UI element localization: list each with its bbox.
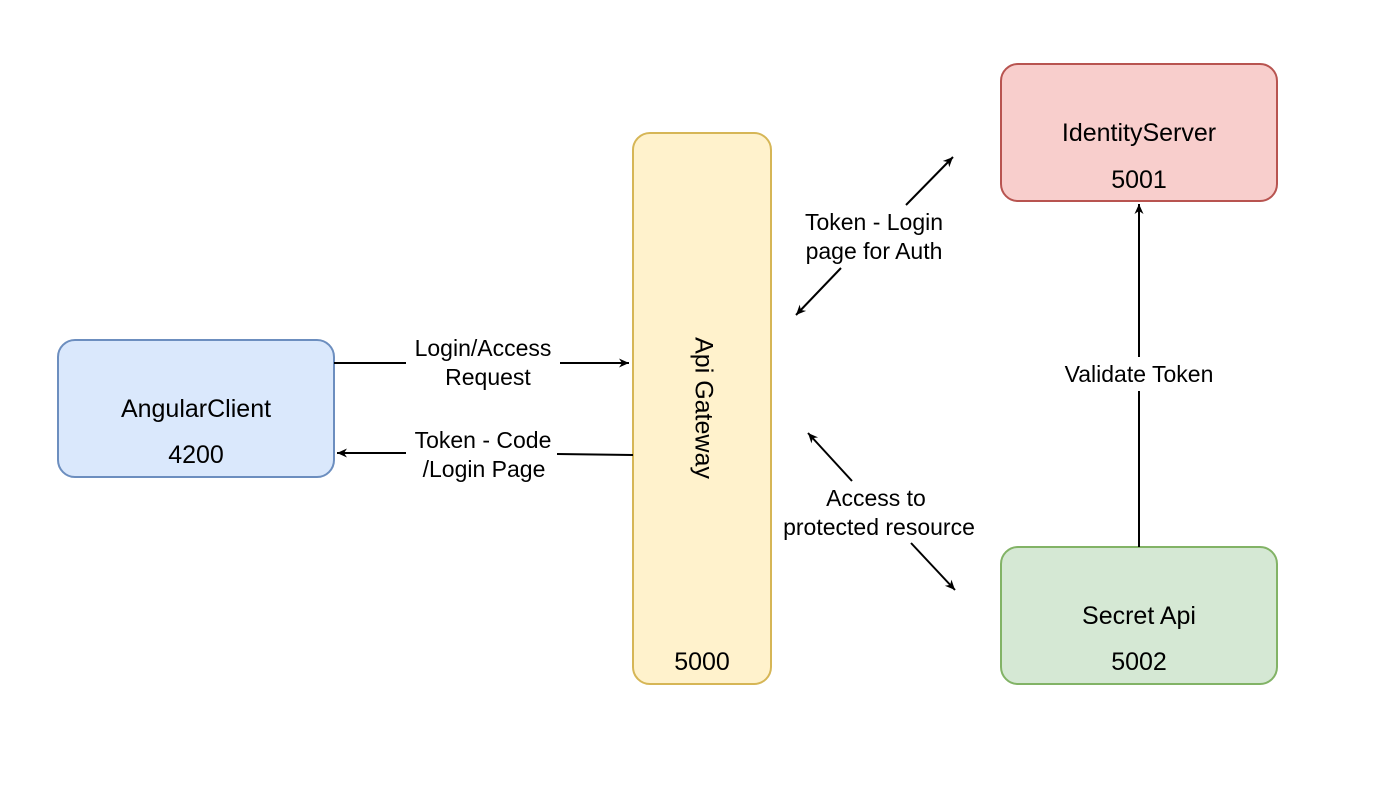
edge-login-request-label-1: Login/Access [415,335,552,361]
identity-server-name: IdentityServer [1062,119,1216,147]
angular-client-box [57,339,335,478]
edge-access-protected-label-1: Access to [826,485,926,511]
edge-token-code-label-1: Token - Code [415,427,552,453]
edge-login-request-label-2: Request [445,364,531,390]
secret-api-node[interactable]: Secret Api 5002 [1000,546,1278,685]
api-gateway-name: Api Gateway [689,337,717,479]
edge-validate-token: Validate Token [1065,204,1214,547]
edge-token-login: Token - Login page for Auth [795,156,954,316]
secret-api-port: 5002 [1111,648,1167,676]
edge-token-code-line-right [556,453,634,456]
angular-client-name: AngularClient [121,395,271,423]
edge-access-protected-label-2: protected resource [783,514,975,540]
angular-client-port: 4200 [168,441,224,469]
api-gateway-node[interactable]: Api Gateway 5000 [632,132,772,685]
edge-token-login-line-lower [795,267,842,316]
secret-api-name: Secret Api [1082,602,1196,630]
edge-access-protected: Access to protected resource [783,432,975,591]
api-gateway-port: 5000 [674,648,730,676]
angular-client-node[interactable]: AngularClient 4200 [57,339,335,478]
edge-token-code: Token - Code /Login Page [337,427,634,482]
identity-server-node[interactable]: IdentityServer 5001 [1000,63,1278,202]
edge-token-login-line-upper [905,156,954,206]
edge-token-code-label-2: /Login Page [423,456,546,482]
edge-token-login-label-1: Token - Login [805,209,943,235]
api-gateway-box [632,132,772,685]
edge-access-protected-line-lower [910,542,956,591]
identity-server-port: 5001 [1111,166,1167,194]
edge-token-login-label-2: page for Auth [806,238,943,264]
edge-access-protected-line-upper [807,432,853,482]
edge-login-request: Login/Access Request [334,335,629,390]
edge-validate-token-label: Validate Token [1065,361,1214,387]
